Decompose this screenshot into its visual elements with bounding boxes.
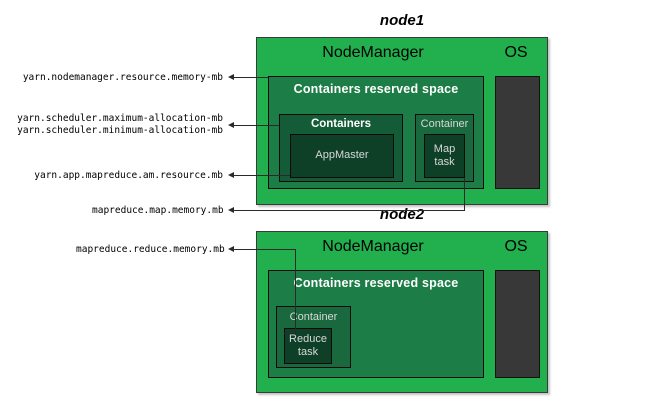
node2-reserved-space-label: Containers reserved space	[293, 276, 459, 290]
connector-am-resource-mb	[234, 175, 290, 176]
connector-reduce-memory-mb-horizontal	[234, 249, 295, 250]
annotation-am-resource-mb: yarn.app.mapreduce.am.resource.mb	[34, 170, 223, 181]
node1-containers-label: Containers	[310, 118, 372, 130]
node2-os-block	[495, 270, 540, 378]
node1-container-label: Container	[420, 118, 469, 130]
node1-map-task-box	[424, 134, 465, 178]
connector-map-memory-mb-horizontal	[234, 210, 464, 211]
connector-map-memory-mb-vertical	[464, 178, 465, 211]
arrowhead-am-resource-mb	[228, 172, 234, 178]
node2-title: node2	[379, 206, 425, 223]
arrowhead-sched-allocation	[228, 122, 234, 128]
node1-nodemanager-label: NodeManager	[322, 44, 424, 61]
annotation-sched-min-allocation: yarn.scheduler.minimum-allocation-mb	[17, 125, 223, 136]
arrowhead-reduce-memory-mb	[228, 246, 234, 252]
annotation-map-memory-mb: mapreduce.map.memory.mb	[92, 205, 224, 216]
connector-reduce-memory-mb-stub	[284, 333, 296, 334]
annotation-reduce-memory-mb: mapreduce.reduce.memory.mb	[76, 244, 225, 255]
node1-reserved-space-label: Containers reserved space	[293, 82, 459, 96]
arrowhead-map-memory-mb	[228, 207, 234, 213]
connector-sched-allocation	[234, 125, 279, 126]
node1-appmaster-label: AppMaster	[315, 149, 369, 161]
arrowhead-nm-resource-memory	[228, 74, 234, 80]
node1-os-block	[495, 76, 540, 189]
node2-os-label: OS	[504, 238, 528, 255]
annotation-nm-resource-memory: yarn.nodemanager.resource.memory-mb	[22, 72, 223, 83]
connector-reduce-memory-mb-vertical	[295, 249, 296, 334]
node1-title: node1	[379, 12, 425, 29]
node2-reduce-task-box	[284, 328, 332, 364]
annotation-sched-max-allocation: yarn.scheduler.maximum-allocation-mb	[17, 113, 223, 124]
node1-appmaster-box	[290, 134, 394, 178]
node1-map-task-label: Map task	[433, 143, 456, 168]
node1-os-label: OS	[504, 44, 528, 61]
node2-container-label: Container	[289, 311, 338, 323]
node2-nodemanager-label: NodeManager	[322, 238, 424, 255]
connector-nm-resource-memory	[234, 77, 268, 78]
node2-reduce-task-label: Reduce task	[289, 333, 327, 358]
